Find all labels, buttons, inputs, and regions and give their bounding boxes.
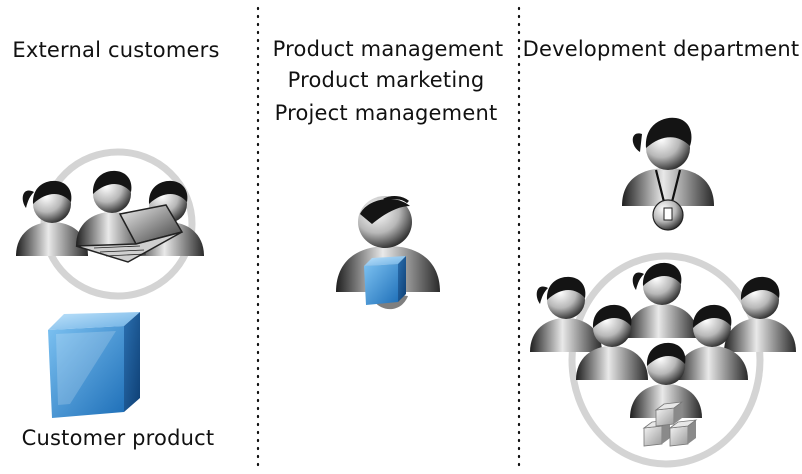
column-title-product-management: Product management (273, 37, 504, 61)
laptop-icon (75, 204, 184, 263)
customer-product-label: Customer product (22, 426, 215, 450)
product-cube-icon (48, 312, 140, 418)
column-title-external: External customers (12, 38, 219, 62)
stacked-boxes-icon (642, 401, 698, 447)
column-development: Development department (523, 37, 800, 468)
column-external: External customers Customer product (12, 38, 219, 450)
column-title-project-management: Project management (275, 101, 498, 125)
small-cube-icon (364, 256, 406, 305)
customer-group-icon (16, 148, 204, 300)
column-title-product-marketing: Product marketing (288, 68, 485, 92)
developer-with-badge-icon (622, 117, 714, 231)
column-title-development: Development department (523, 37, 800, 61)
developer-team-icon (530, 252, 796, 468)
column-product: Product management Product marketing Pro… (273, 37, 504, 310)
